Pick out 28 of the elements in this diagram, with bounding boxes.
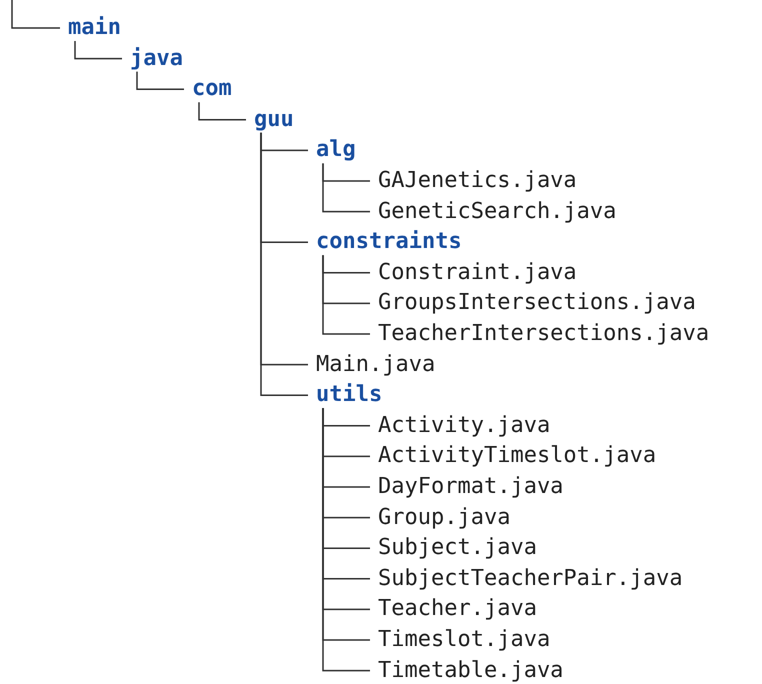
folder-name: guu: [254, 104, 294, 135]
folder-name: main: [68, 13, 121, 43]
file-name: Timetable.java: [378, 656, 564, 684]
file-name: GeneticSearch.java: [378, 196, 616, 227]
folder-name: com: [192, 74, 232, 104]
file-name: GAJenetics.java: [378, 166, 577, 196]
tree-connector: [74, 41, 122, 60]
file-name: Main.java: [316, 350, 436, 380]
tree-connector: [322, 255, 370, 335]
folder-name: java: [130, 44, 183, 74]
tree-connector: [322, 163, 370, 212]
tree-connector: [198, 102, 246, 121]
folder-name: utils: [316, 380, 382, 410]
file-name: Timeslot.java: [378, 625, 550, 655]
file-name: Group.java: [378, 502, 510, 533]
folder-name: alg: [316, 135, 356, 166]
folder-name: constraints: [316, 227, 462, 258]
tree-connector: [11, 0, 60, 29]
file-name: ActivityTimeslot.java: [378, 441, 656, 472]
file-name: Subject.java: [378, 533, 537, 564]
file-name: Teacher.java: [378, 594, 537, 624]
file-name: DayFormat.java: [378, 472, 564, 502]
file-name: TeacherIntersections.java: [378, 319, 710, 349]
file-name: SubjectTeacherPair.java: [378, 564, 683, 594]
file-name: Constraint.java: [378, 258, 577, 288]
file-name: Activity.java: [378, 410, 550, 441]
tree-connector: [136, 72, 184, 90]
file-name: GroupsIntersections.java: [378, 288, 696, 318]
